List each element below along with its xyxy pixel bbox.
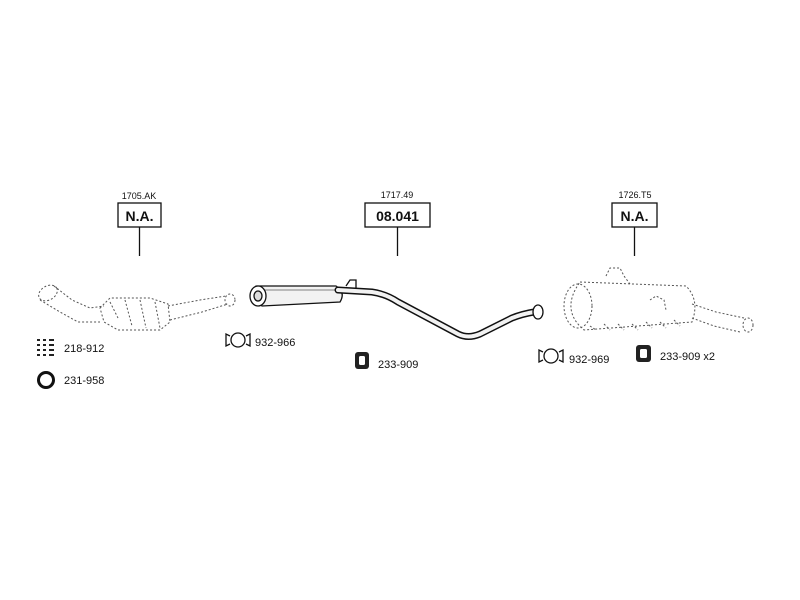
part-number-231-958: 231-958 <box>64 375 104 387</box>
part-number-233-909-x2: 233-909 x2 <box>660 351 715 363</box>
accessory-rubber-mount-middle[interactable]: 233-909 <box>355 352 418 371</box>
section-front-pipe: 1705.AK N.A. <box>38 191 236 331</box>
accessory-clamp-front[interactable]: 932-966 <box>225 332 295 349</box>
section-code-middle[interactable]: 08.041 <box>376 208 419 224</box>
rubber-mount-icon <box>355 352 369 369</box>
rubber-mount-icon <box>636 345 651 362</box>
part-number-932-969: 932-969 <box>569 354 609 366</box>
section-code-box-middle <box>364 202 431 228</box>
section-code-front[interactable]: N.A. <box>126 208 154 224</box>
middle-silencer-drawing <box>249 279 544 340</box>
accessory-gasket-ring[interactable]: 231-958 <box>37 371 105 389</box>
clamp-icon <box>538 348 564 364</box>
section-ref-middle: 1717.49 <box>381 190 414 200</box>
catalytic-converter-drawing <box>38 284 236 331</box>
section-rear-silencer: 1726.T5 N.A. <box>563 190 754 333</box>
accessory-clamp-rear[interactable]: 932-969 <box>538 348 609 366</box>
section-code-rear[interactable]: N.A. <box>621 208 649 224</box>
section-ref-rear: 1726.T5 <box>618 190 651 200</box>
clamp-icon <box>225 332 251 348</box>
section-middle-silencer: 1717.49 08.041 <box>249 190 544 340</box>
section-ref-front: 1705.AK <box>122 191 157 201</box>
gasket-ring-icon <box>37 371 55 389</box>
accessory-rubber-mount-rear[interactable]: 233-909 x2 <box>636 345 715 363</box>
part-number-218-912: 218-912 <box>64 343 104 355</box>
bolt-kit-icon <box>37 339 54 356</box>
rear-silencer-drawing <box>563 267 754 333</box>
accessory-bolt-kit[interactable]: 218-912 <box>37 339 104 356</box>
section-code-box-rear <box>611 202 658 228</box>
part-number-233-909: 233-909 <box>378 359 418 371</box>
part-number-932-966: 932-966 <box>255 337 295 349</box>
